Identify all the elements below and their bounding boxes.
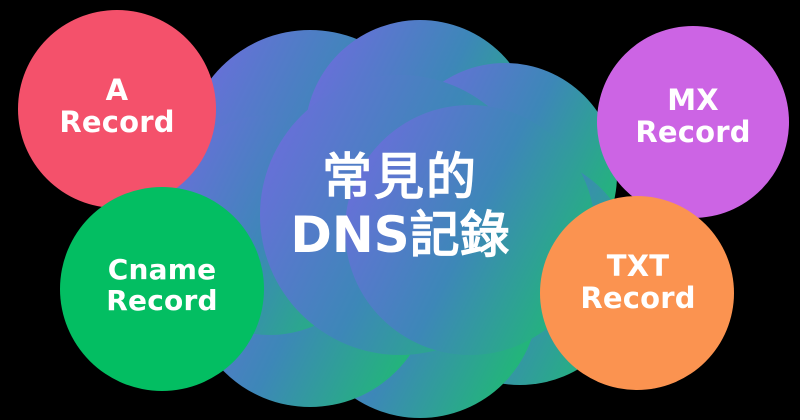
bubble-label-a-record: A Record: [59, 73, 175, 140]
bubble-cname-record[interactable]: [60, 187, 264, 391]
bubble-mx-record[interactable]: [597, 26, 789, 218]
center-title-line-1: 常見的: [322, 148, 478, 206]
bubble-a-record[interactable]: [18, 10, 216, 208]
bubble-txt-record[interactable]: [540, 196, 734, 390]
center-blob-title: 常見的 DNS記錄: [250, 148, 550, 264]
bubble-label-cname-record: Cname Record: [106, 253, 218, 318]
center-title-line-2: DNS記錄: [290, 206, 510, 264]
bubble-label-txt-record: TXT Record: [580, 249, 696, 316]
bubble-label-mx-record: MX Record: [635, 83, 751, 150]
